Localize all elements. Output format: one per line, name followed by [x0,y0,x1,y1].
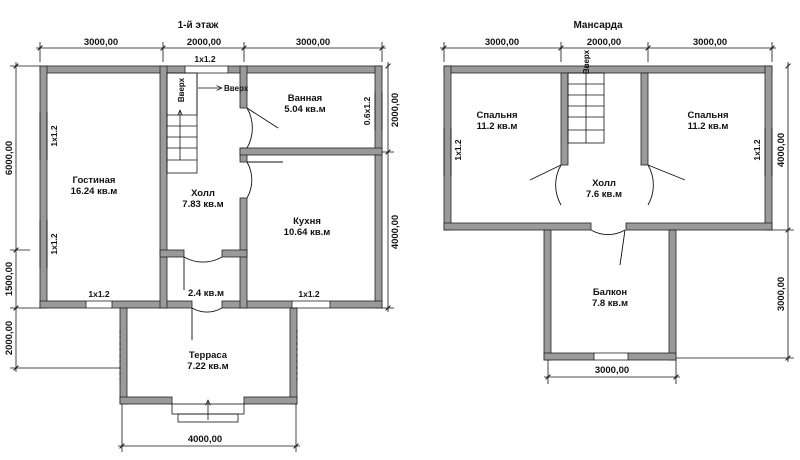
floor2-doors [529,164,686,266]
floor2-balcony-area: 7.8 кв.м [592,298,628,309]
floor1-top-dimensions [36,42,386,62]
floor2-window-right: 1x1.2 [752,139,762,161]
floor1-window-top: 1x1.2 [194,54,216,64]
floor2-bottom-dimension [544,360,680,384]
floor2-bed-left-area: 11.2 кв.м [477,121,518,132]
floor1-dim-right-upper: 2000,00 [390,93,401,127]
floor1-staircase [166,72,222,174]
floor2-balcony-name: Балкон [593,287,628,298]
floor1-window-left-upper: 1x1.2 [49,125,59,147]
floor1-hall-area: 7.83 кв.м [182,199,223,210]
floor1-dim-left-upper: 6000,00 [4,141,15,175]
floor2-dim-right-upper: 4000,00 [776,133,787,167]
floor1-window-bath: 0.6x1.2 [362,97,372,126]
floor2-title: Мансарда [573,20,623,31]
floor1-dim-top-mid: 2000,00 [187,37,221,48]
floor1-plan: 1-й этаж 3000,00 2000,00 3000,00 [4,20,401,452]
floor1-stair-up-horizontal: Вверх [224,84,249,93]
floor1-dim-top-right: 3000,00 [296,37,330,48]
floor1-vestibule-area: 2.4 кв.м [188,288,224,299]
floor2-dim-top-right: 3000,00 [693,37,727,48]
floor1-dim-left-lower: 2000,00 [4,321,15,355]
floor2-hall-name: Холл [592,178,616,189]
floor1-window-bottom-left: 1x1.2 [88,289,110,299]
floor2-top-dimensions [440,42,776,62]
floor1-title: 1-й этаж [178,20,220,31]
floor2-dim-bottom: 3000,00 [595,365,629,376]
floor1-left-dimensions [10,62,120,372]
floor2-right-dimensions [676,62,794,362]
floor1-dim-right-lower: 4000,00 [390,215,401,249]
floor1-window-left-lower: 1x1.2 [49,233,59,255]
floor1-living-name: Гостиная [73,175,116,186]
floor2-dim-top-left: 3000,00 [485,37,519,48]
floor1-kitchen-name: Кухня [293,216,321,227]
floor1-right-dimensions [382,62,394,312]
floor2-stair-up-vertical: Вверх [582,49,591,74]
floor2-windows [443,128,773,361]
floor1-window-bottom-right: 1x1.2 [298,289,320,299]
floor1-terrace-area: 7.22 кв.м [187,361,228,372]
floor2-hall-area: 7.6 кв.м [586,189,622,200]
floor1-stair-up-vertical: Вверх [177,77,186,102]
floor2-walls [443,65,773,361]
floor2-dim-top-mid: 2000,00 [587,37,621,48]
floor1-doors [183,107,283,340]
floor2-bed-right-name: Спальня [687,110,728,121]
floor2-staircase [567,72,605,144]
floor2-dim-right-lower: 3000,00 [776,277,787,311]
floor1-kitchen-area: 10.64 кв.м [284,227,331,238]
floor2-bed-right-area: 11.2 кв.м [688,121,729,132]
floor1-living-area: 16.24 кв.м [71,186,118,197]
floor1-walls [39,65,383,405]
floor2-window-left: 1x1.2 [453,139,463,161]
floor1-dim-left-mid: 1500,00 [4,262,15,296]
floor1-terrace-name: Терраса [189,350,228,361]
floor2-plan: Мансарда 3000,00 2000,00 3000,00 4000,00… [440,20,794,384]
floor2-bed-left-name: Спальня [476,110,517,121]
floor1-terrace-steps [171,400,245,423]
floor1-bath-name: Ванная [288,93,322,104]
floor1-bottom-dimension [118,404,300,452]
floor1-dim-bottom: 4000,00 [188,434,222,445]
floor1-hall-name: Холл [191,188,215,199]
floor1-dim-top-left: 3000,00 [84,37,118,48]
floor1-bath-area: 5.04 кв.м [284,104,325,115]
floor1-windows [39,65,383,380]
